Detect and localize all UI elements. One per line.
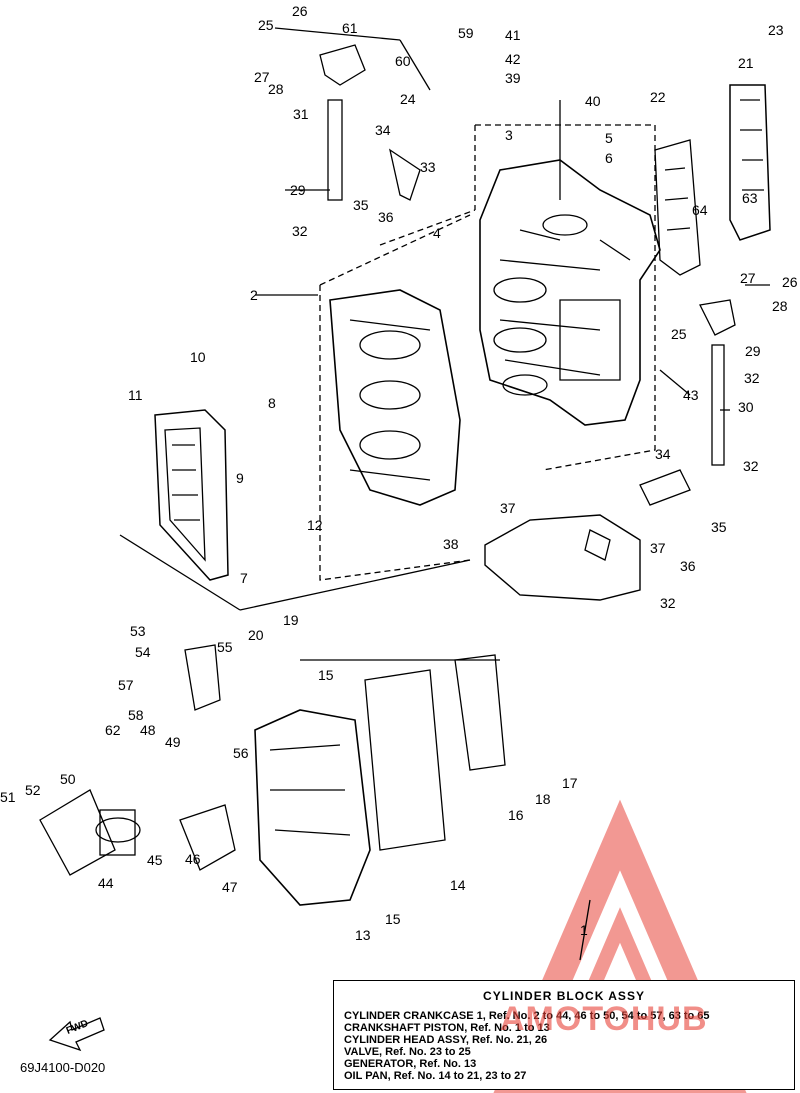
callout-27: 27 <box>740 270 756 286</box>
watermark-text: AMOTOHUB <box>500 1000 708 1038</box>
callout-57: 57 <box>118 677 134 693</box>
legend-line: VALVE, Ref. No. 23 to 25 <box>344 1046 471 1058</box>
callout-2: 2 <box>250 287 258 303</box>
callout-61: 61 <box>342 20 358 36</box>
callout-56: 56 <box>233 745 249 761</box>
legend-title: CYLINDER BLOCK ASSY <box>483 989 645 1003</box>
callout-26: 26 <box>292 3 308 19</box>
callout-35: 35 <box>353 197 369 213</box>
callout-16: 16 <box>508 807 524 823</box>
callout-26: 26 <box>782 274 798 290</box>
legend-line: CYLINDER HEAD ASSY, Ref. No. 21, 26 <box>344 1034 548 1046</box>
document-code: 69J4100-D020 <box>20 1060 106 1075</box>
callout-25: 25 <box>671 326 687 342</box>
callout-64: 64 <box>692 202 708 218</box>
callout-35: 35 <box>711 519 727 535</box>
callout-10: 10 <box>190 349 206 365</box>
callout-8: 8 <box>268 395 276 411</box>
callout-63: 63 <box>742 190 758 206</box>
legend-line: GENERATOR, Ref. No. 13 <box>344 1058 477 1070</box>
callout-65: 65 <box>0 0 16 3</box>
callout-28: 28 <box>772 298 788 314</box>
callout-55: 55 <box>217 639 233 655</box>
callout-6: 6 <box>605 150 613 166</box>
callout-17: 17 <box>562 775 578 791</box>
callout-44: 44 <box>98 875 114 891</box>
callout-5: 5 <box>605 130 613 146</box>
callout-52: 52 <box>25 782 41 798</box>
callout-18: 18 <box>535 791 551 807</box>
callout-32: 32 <box>660 595 676 611</box>
callout-49: 49 <box>165 734 181 750</box>
legend-line: CYLINDER CRANKCASE 1, Ref. No. 2 to 44, … <box>344 1010 710 1022</box>
callout-37: 37 <box>500 500 516 516</box>
callout-41: 41 <box>505 27 521 43</box>
callout-62: 62 <box>105 722 121 738</box>
callout-numbers: 1234567891011121314151516171819202122232… <box>0 0 798 943</box>
callout-45: 45 <box>147 852 163 868</box>
legend-box: CYLINDER BLOCK ASSY CYLINDER CRANKCASE 1… <box>333 980 795 1090</box>
callout-48: 48 <box>140 722 156 738</box>
callout-7: 7 <box>240 570 248 586</box>
callout-12: 12 <box>307 517 323 533</box>
callout-32: 32 <box>743 458 759 474</box>
legend-line: CRANKSHAFT PISTON, Ref. No. 1 to 13 <box>344 1022 550 1034</box>
callout-9: 9 <box>236 470 244 486</box>
callout-24: 24 <box>400 91 416 107</box>
callout-30: 30 <box>738 399 754 415</box>
callout-37: 37 <box>650 540 666 556</box>
callout-47: 47 <box>222 879 238 895</box>
callout-42: 42 <box>505 51 521 67</box>
callout-21: 21 <box>738 55 754 71</box>
callout-22: 22 <box>650 89 666 105</box>
callout-29: 29 <box>290 182 306 198</box>
callout-25: 25 <box>258 17 274 33</box>
callout-20: 20 <box>248 627 264 643</box>
callout-32: 32 <box>292 223 308 239</box>
callout-33: 33 <box>420 159 436 175</box>
callout-14: 14 <box>450 877 466 893</box>
legend-line: OIL PAN, Ref. No. 14 to 21, 23 to 27 <box>344 1070 527 1082</box>
callout-54: 54 <box>135 644 151 660</box>
callout-39: 39 <box>505 70 521 86</box>
callout-13: 13 <box>355 927 371 943</box>
callout-29: 29 <box>745 343 761 359</box>
callout-28: 28 <box>268 81 284 97</box>
callout-36: 36 <box>680 558 696 574</box>
callout-23: 23 <box>768 22 784 38</box>
callout-46: 46 <box>185 851 201 867</box>
callout-11: 11 <box>128 387 143 403</box>
callout-31: 31 <box>293 106 309 122</box>
callout-32: 32 <box>744 370 760 386</box>
callout-58: 58 <box>128 707 144 723</box>
callout-15: 15 <box>318 667 334 683</box>
callout-36: 36 <box>378 209 394 225</box>
callout-27: 27 <box>254 69 270 85</box>
callout-3: 3 <box>505 127 513 143</box>
callout-38: 38 <box>443 536 459 552</box>
callout-15: 15 <box>385 911 401 927</box>
callout-51: 51 <box>0 789 16 805</box>
callout-50: 50 <box>60 771 76 787</box>
callout-34: 34 <box>655 446 671 462</box>
callout-60: 60 <box>395 53 411 69</box>
callout-4: 4 <box>433 225 441 241</box>
callout-43: 43 <box>683 387 699 403</box>
callout-34: 34 <box>375 122 391 138</box>
callout-53: 53 <box>130 623 146 639</box>
callout-1: 1 <box>580 922 588 938</box>
callout-59: 59 <box>458 25 474 41</box>
callout-19: 19 <box>283 612 299 628</box>
callout-40: 40 <box>585 93 601 109</box>
